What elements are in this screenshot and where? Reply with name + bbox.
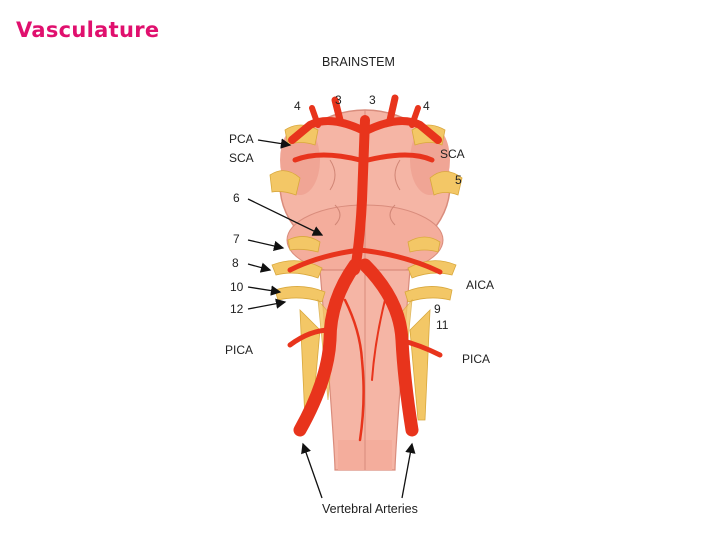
label-sca-left: SCA — [229, 151, 254, 165]
label-6: 6 — [233, 191, 240, 205]
label-12: 12 — [230, 302, 244, 316]
label-7: 7 — [233, 232, 240, 246]
label-top-4-right: 4 — [423, 99, 430, 113]
pointer-arrows — [247, 138, 416, 499]
label-sca-right: SCA — [440, 147, 465, 161]
label-top-3-left: 3 — [335, 93, 342, 107]
label-top-4-left: 4 — [294, 99, 301, 113]
label-10: 10 — [230, 280, 244, 294]
label-9: 9 — [434, 302, 441, 316]
figure-caption: Vertebral Arteries — [322, 502, 418, 516]
label-pica-left: PICA — [225, 343, 253, 357]
label-pca-left: PCA — [229, 132, 254, 146]
slide-title: Vasculature — [16, 18, 160, 42]
figure-heading: BRAINSTEM — [322, 55, 395, 69]
label-pica-right: PICA — [462, 352, 490, 366]
label-11: 11 — [436, 318, 449, 332]
label-aica: AICA — [466, 278, 494, 292]
arteries — [287, 94, 443, 442]
label-top-3-right: 3 — [369, 93, 376, 107]
label-8: 8 — [232, 256, 239, 270]
label-5: 5 — [455, 173, 462, 187]
